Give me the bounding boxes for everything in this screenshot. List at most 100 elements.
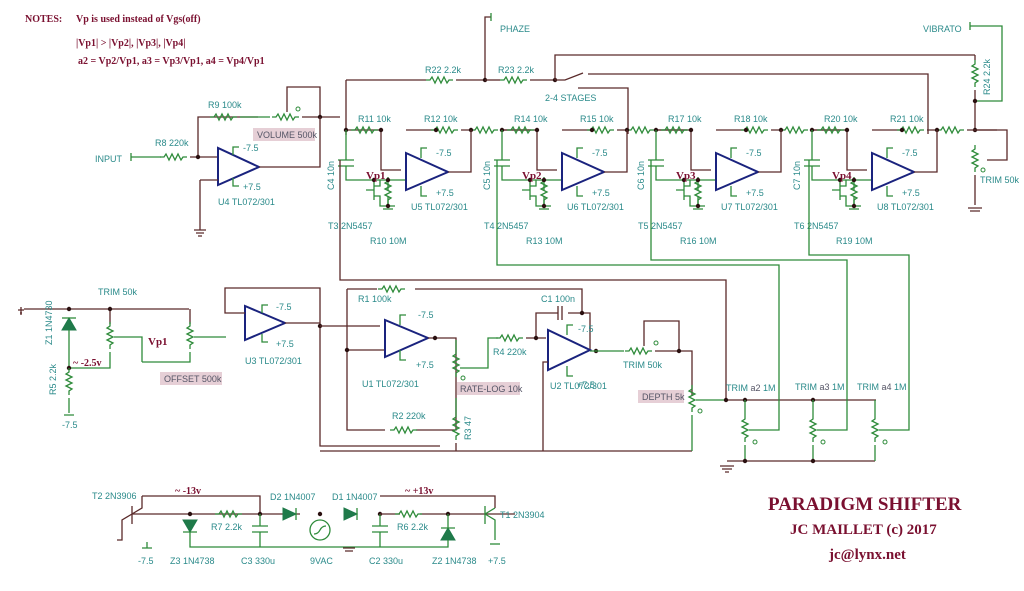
svg-text:TRIM a2 1M: TRIM a2 1M bbox=[726, 383, 776, 393]
note-line: a2 = Vp2/Vp1, a3 = Vp3/Vp1, a4 = Vp4/Vp1 bbox=[78, 56, 265, 67]
r11-label: R11 10k bbox=[358, 114, 391, 124]
vp3-node-label: Vp3 bbox=[676, 170, 696, 182]
author-line: JC MAILLET (c) 2017 bbox=[790, 522, 937, 538]
rate-pot-label: RATE-LOG 10k bbox=[460, 384, 523, 394]
r2-label: R2 220k bbox=[392, 411, 426, 421]
r14-label: R14 10k bbox=[514, 114, 548, 124]
rail-label: -7.5 bbox=[902, 148, 918, 158]
z1-label: Z1 1N4730 bbox=[44, 300, 54, 345]
trim-a3-key: a3 bbox=[820, 382, 830, 392]
trim-a2-label: TRIM bbox=[726, 383, 751, 393]
output-bus: R22 2.2k PHAZE R23 2.2k 2-4 STAGES bbox=[345, 13, 975, 135]
rail-label: -7.5 bbox=[418, 310, 434, 320]
c7-label: C7 10n bbox=[792, 161, 802, 190]
u5-label: U5 TL072/301 bbox=[411, 202, 468, 212]
vibrato-output: VIBRATO R24 2.2k TRIM 50k bbox=[923, 22, 1020, 212]
svg-text:TRIM a4 1M: TRIM a4 1M bbox=[857, 382, 907, 392]
r20-label: R20 10k bbox=[824, 114, 858, 124]
vp1-reference: Z1 1N4730 TRIM 50k Vp1 ~ -2.5v R5 2.2k -… bbox=[18, 287, 440, 447]
t2-label: T2 2N3906 bbox=[92, 491, 137, 501]
u5-opamp bbox=[405, 151, 451, 192]
input-label: INPUT bbox=[95, 154, 123, 164]
trim-vp-label: TRIM 50k bbox=[98, 287, 138, 297]
c5-label: C5 10n bbox=[482, 161, 492, 190]
vref-label: ~ -2.5v bbox=[73, 358, 102, 369]
rail-label: +7.5 bbox=[416, 360, 434, 370]
trim-depth-label: TRIM 50k bbox=[623, 360, 663, 370]
vac-label: 9VAC bbox=[310, 556, 333, 566]
r12-label: R12 10k bbox=[424, 114, 458, 124]
r21-label: R21 10k bbox=[890, 114, 924, 124]
rail-label: -7.5 bbox=[243, 143, 259, 153]
phaze-label: PHAZE bbox=[500, 24, 530, 34]
rail-label: +7.5 bbox=[746, 188, 764, 198]
u6-opamp bbox=[561, 151, 607, 192]
trim-a4-key: a4 bbox=[882, 382, 892, 392]
trim-a2: TRIM a2 1M bbox=[496, 160, 780, 464]
u3-label: U3 TL072/301 bbox=[245, 356, 302, 366]
t5-label: T5 2N5457 bbox=[638, 221, 683, 231]
depth-pot-label: DEPTH 5k bbox=[642, 392, 685, 402]
t3-label: T3 2N5457 bbox=[328, 221, 373, 231]
d1-label: D1 1N4007 bbox=[332, 492, 378, 502]
r16-label: R16 10M bbox=[680, 236, 717, 246]
z3-label: Z3 1N4738 bbox=[170, 556, 215, 566]
rail-label: -7.5 bbox=[578, 324, 594, 334]
r23-label: R23 2.2k bbox=[498, 65, 535, 75]
rail-label: -7.5 bbox=[746, 148, 762, 158]
volume-pot-label: VOLUME 500k bbox=[257, 130, 318, 140]
rail-label: +7.5 bbox=[902, 188, 920, 198]
rail-label: -7.5 bbox=[276, 302, 292, 312]
lfo: R1 100k -7.5 +7.5 U1 TL072/301 R2 220k R… bbox=[320, 285, 726, 452]
rail-label: +7.5 bbox=[577, 380, 595, 390]
u8-opamp bbox=[871, 151, 917, 192]
vp1-node-label: Vp1 bbox=[148, 336, 168, 348]
trim-output-label: TRIM 50k bbox=[980, 175, 1020, 185]
u7-opamp bbox=[715, 151, 761, 192]
c4-label: C4 10n bbox=[326, 161, 336, 190]
input-stage: INPUT R8 220k R9 100k VOLUME 500k -7.5 +… bbox=[95, 86, 340, 237]
trim-a3: TRIM a3 1M bbox=[650, 160, 848, 464]
rail-label: +7.5 bbox=[592, 188, 610, 198]
t6-label: T6 2N5457 bbox=[794, 221, 839, 231]
trim-network: TRIM a2 1M TRIM a3 1M TRIM a4 1M bbox=[339, 160, 910, 473]
email-link[interactable]: jc@lynx.net bbox=[828, 547, 906, 563]
c6-label: C6 10n bbox=[636, 161, 646, 190]
trim-a4: TRIM a4 1M bbox=[808, 160, 910, 461]
vp2-node-label: Vp2 bbox=[522, 170, 542, 182]
allpass-stages: R11 10k R12 10k C4 10n U5 TL072/301 T3 2N545… bbox=[326, 114, 997, 246]
trim-a3-label: TRIM bbox=[795, 382, 820, 392]
neg13-label: ~ -13v bbox=[175, 486, 201, 497]
u6-label: U6 TL072/301 bbox=[567, 202, 624, 212]
r19-label: R19 10M bbox=[836, 236, 873, 246]
trim-a2-key: a2 bbox=[751, 383, 761, 393]
trim-a3-value: 1M bbox=[830, 382, 845, 392]
r22-label: R22 2.2k bbox=[425, 65, 462, 75]
stages-switch-label: 2-4 STAGES bbox=[545, 93, 596, 103]
u1-label: U1 TL072/301 bbox=[362, 379, 419, 389]
vp1-node-label: Vp1 bbox=[366, 170, 386, 182]
r18-label: R18 10k bbox=[734, 114, 768, 124]
note-line: Vp is used instead of Vgs(off) bbox=[76, 14, 201, 25]
r7-label: R7 2.2k bbox=[211, 522, 243, 532]
r4-label: R4 220k bbox=[493, 347, 527, 357]
u7-label: U7 TL072/301 bbox=[721, 202, 778, 212]
r5-label: R5 2.2k bbox=[48, 363, 58, 395]
c1-label: C1 100n bbox=[541, 294, 575, 304]
t1-label: T1 2N3904 bbox=[500, 510, 545, 520]
trim-a4-label: TRIM bbox=[857, 382, 882, 392]
rail-label: +7.5 bbox=[276, 339, 294, 349]
u4-opamp bbox=[217, 146, 262, 187]
allpass-stage-1: R11 10k R12 10k C4 10n U5 TL072/301 T3 2N545… bbox=[326, 114, 531, 246]
r3-label: R3 47 bbox=[463, 416, 473, 440]
trim-a4-value: 1M bbox=[892, 382, 907, 392]
u4-label: U4 TL072/301 bbox=[218, 197, 275, 207]
vibrato-label: VIBRATO bbox=[923, 24, 962, 34]
note-line: |Vp1| > |Vp2|, |Vp3|, |Vp4| bbox=[76, 38, 185, 49]
u2-label: U2 TL072/301 bbox=[550, 381, 607, 391]
t4-label: T4 2N5457 bbox=[484, 221, 529, 231]
rail-label: +7.5 bbox=[436, 188, 454, 198]
